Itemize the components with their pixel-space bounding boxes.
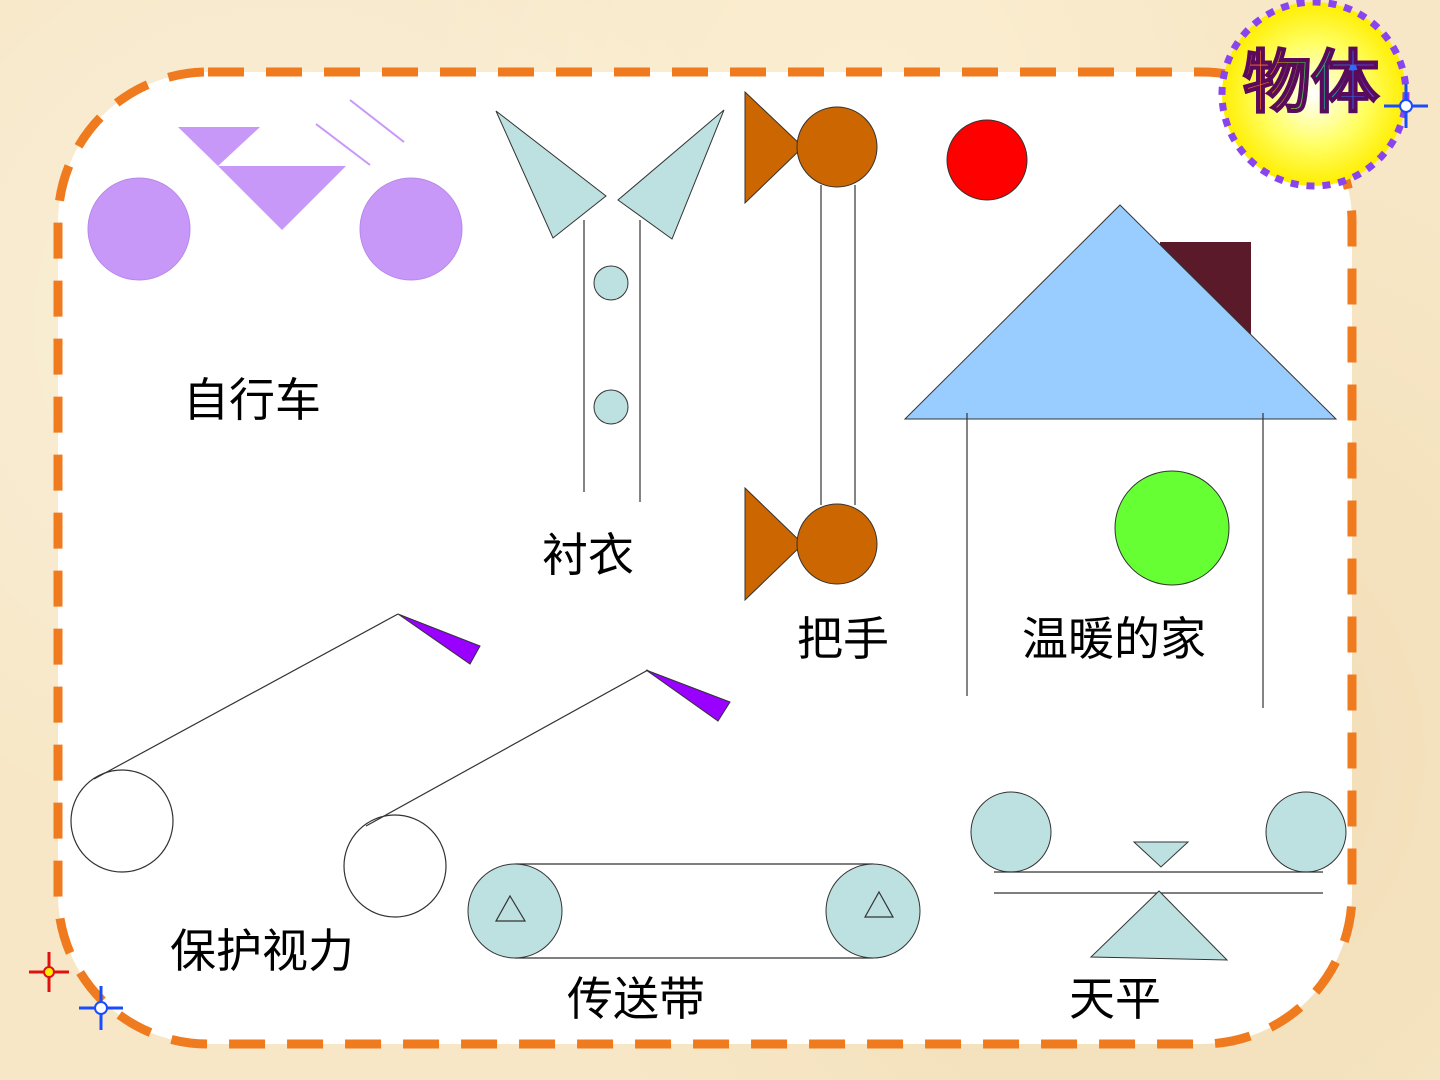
lamp-figure-right: [343, 669, 731, 918]
label-bicycle: 自行车: [183, 373, 321, 427]
shirt-figure: [495, 109, 725, 502]
conveyor-figure: [467, 863, 921, 959]
label-eye-protection: 保护视力: [170, 924, 354, 978]
sparkle-icon: [29, 952, 69, 992]
label-house: 温暖的家: [1022, 612, 1206, 666]
label-balance: 天平: [1069, 972, 1161, 1026]
balance-figure: [970, 791, 1347, 961]
handle-figure: [744, 90, 878, 602]
label-handle: 把手: [797, 612, 889, 666]
sparkle-icon: [79, 986, 123, 1030]
sun-circle: [946, 119, 1028, 201]
house-figure: [903, 204, 1338, 708]
label-shirt: 衬衣: [542, 528, 634, 582]
lamp-figure-left: [70, 613, 481, 873]
bicycle-figure: [87, 99, 463, 281]
sparkle-icon: [1384, 84, 1428, 128]
label-conveyor: 传送带: [567, 972, 705, 1026]
badge-title: 物体: [1226, 49, 1396, 119]
